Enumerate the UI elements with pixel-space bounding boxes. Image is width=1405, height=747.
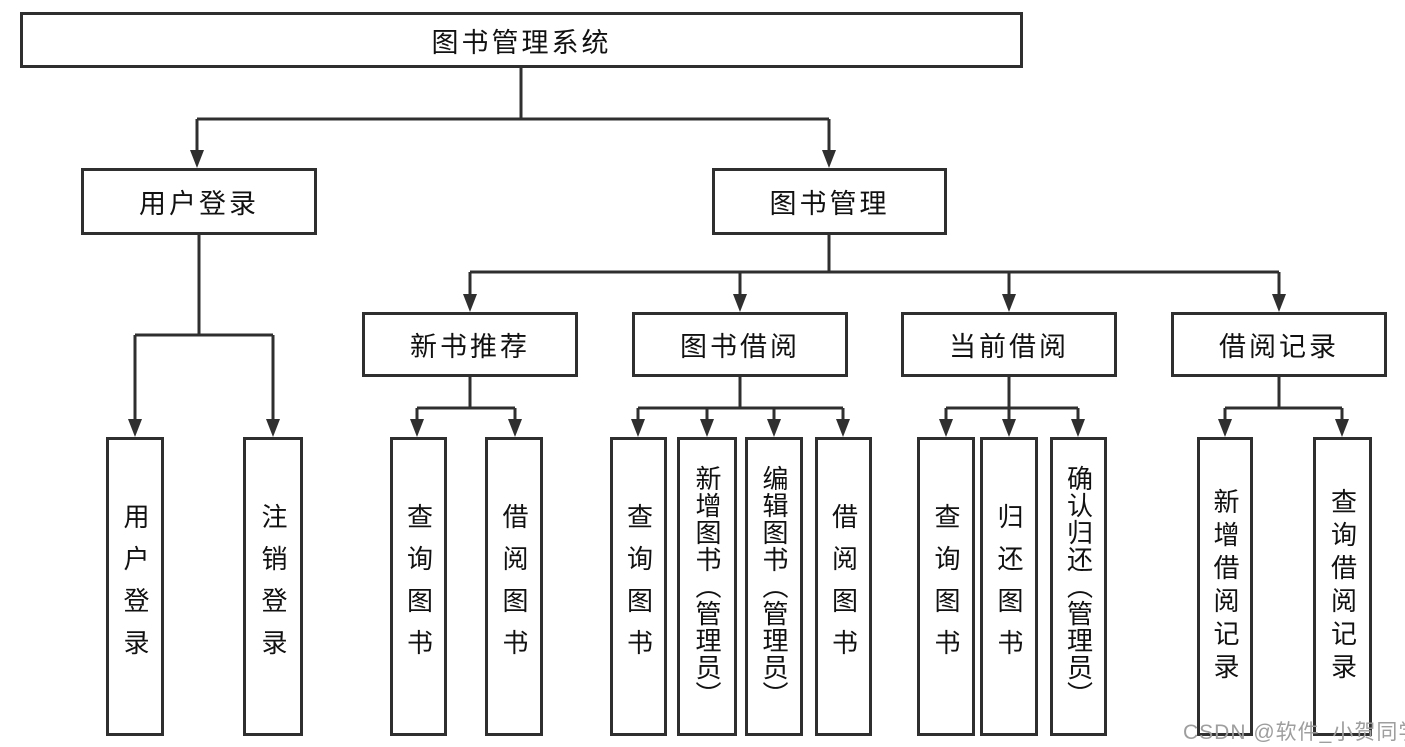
leaf-user-login: 用户登录: [106, 437, 164, 736]
leaf-label: 编辑图书（管理员）: [759, 465, 789, 708]
connector-line: [195, 68, 831, 152]
arrowhead: [767, 419, 781, 437]
leaf-logout: 注销登录: [243, 437, 303, 736]
leaf-borrow-books-recommend: 借阅图书: [485, 437, 543, 736]
leaf-label: 注销登录: [258, 502, 288, 671]
leaf-confirm-return-admin: 确认归还（管理员）: [1050, 437, 1107, 736]
leaf-return-book: 归还图书: [980, 437, 1038, 736]
leaf-label: 查询借阅记录: [1327, 487, 1358, 686]
connector-user-login-children: [128, 235, 280, 437]
node-book-management: 图书管理: [712, 168, 947, 235]
arrowhead: [463, 294, 477, 312]
connector-line: [636, 377, 845, 421]
arrowhead: [1335, 419, 1349, 437]
node-root-system: 图书管理系统: [20, 12, 1023, 68]
leaf-label: 确认归还（管理员）: [1063, 465, 1094, 708]
arrowhead: [836, 419, 850, 437]
connector-line: [944, 377, 1080, 421]
connector-book-management-sections: [463, 235, 1286, 312]
leaf-label: 查询图书: [403, 502, 434, 671]
arrowhead: [700, 419, 714, 437]
leaf-query-books-borrow: 查询图书: [610, 437, 667, 736]
leaf-label: 归还图书: [994, 502, 1024, 671]
arrowhead: [1071, 419, 1085, 437]
connector-root-to-level2: [190, 68, 836, 168]
arrowhead: [266, 419, 280, 437]
node-user-login: 用户登录: [81, 168, 317, 235]
arrowhead: [1272, 294, 1286, 312]
node-new-book-recommend: 新书推荐: [362, 312, 578, 377]
connector-line: [133, 235, 275, 421]
connector-new-book-children: [410, 377, 522, 437]
connector-current-borrow-children: [939, 377, 1085, 437]
csdn-watermark: CSDN @软件_小贺同学: [1183, 721, 1405, 744]
arrowhead: [1002, 419, 1016, 437]
leaf-label: 查询图书: [931, 502, 961, 671]
connector-line: [1223, 377, 1344, 421]
connector-book-borrow-children: [631, 377, 850, 437]
arrowhead: [631, 419, 645, 437]
arrowhead: [190, 150, 204, 168]
node-current-borrow: 当前借阅: [901, 312, 1117, 377]
leaf-label: 借阅图书: [828, 502, 859, 671]
arrowhead: [410, 419, 424, 437]
leaf-add-borrow-record: 新增借阅记录: [1197, 437, 1253, 736]
leaf-label: 新增借阅记录: [1210, 487, 1240, 686]
node-borrow-records: 借阅记录: [1171, 312, 1387, 377]
arrowhead: [733, 294, 747, 312]
connector-line: [468, 235, 1281, 296]
leaf-query-books-current: 查询图书: [917, 437, 975, 736]
leaf-query-books-recommend: 查询图书: [390, 437, 447, 736]
leaf-label: 借阅图书: [499, 502, 529, 671]
arrowhead: [822, 150, 836, 168]
leaf-add-book-admin: 新增图书（管理员）: [677, 437, 737, 736]
arrowhead: [1218, 419, 1232, 437]
node-book-borrow: 图书借阅: [632, 312, 848, 377]
leaf-edit-book-admin: 编辑图书（管理员）: [745, 437, 803, 736]
leaf-label: 查询图书: [623, 502, 654, 671]
arrowhead: [128, 419, 142, 437]
connector-borrow-records-children: [1218, 377, 1349, 437]
arrowhead: [1002, 294, 1016, 312]
arrowhead: [508, 419, 522, 437]
leaf-query-borrow-record: 查询借阅记录: [1313, 437, 1372, 736]
leaf-label: 新增图书（管理员）: [692, 465, 722, 708]
connector-line: [415, 377, 517, 421]
leaf-label: 用户登录: [120, 502, 150, 671]
leaf-borrow-books-borrow: 借阅图书: [815, 437, 872, 736]
arrowhead: [939, 419, 953, 437]
